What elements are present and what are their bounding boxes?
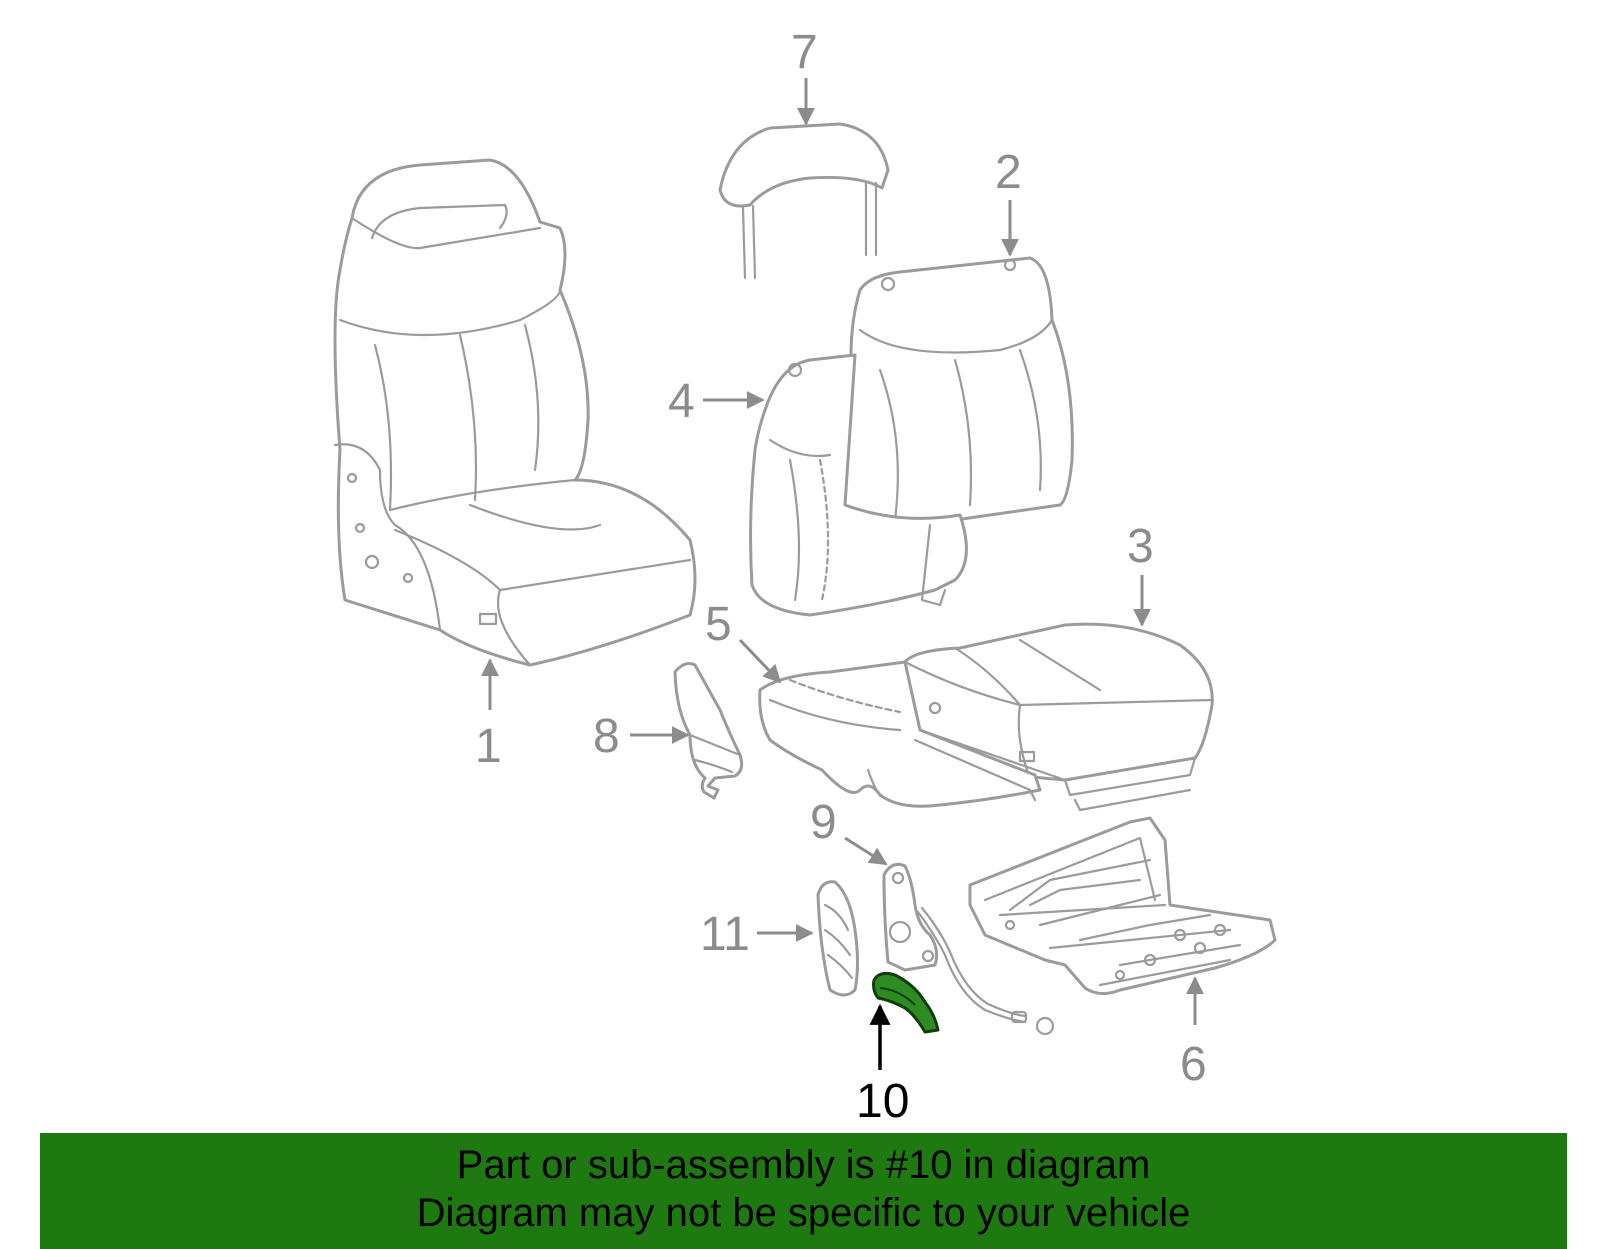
parts-diagram: 1 2 3 4 5 6 7 8 9 10 11	[333, 26, 1277, 1128]
leader-9	[844, 836, 888, 866]
callout-4: 4	[668, 375, 695, 428]
callout-8: 8	[593, 710, 620, 763]
callout-2: 2	[995, 146, 1022, 199]
part-1-seat-assembly	[333, 158, 697, 667]
part-7-headrest	[718, 122, 890, 280]
info-banner: Part or sub-assembly is #10 in diagram D…	[40, 1133, 1567, 1249]
part-3-seat-cushion-cover	[898, 622, 1214, 812]
part-9-recliner-mechanism	[882, 862, 1055, 1036]
part-10-handle-highlighted	[872, 971, 940, 1034]
banner-disclaimer: Diagram may not be specific to your vehi…	[416, 1191, 1191, 1235]
part-6-seat-frame	[968, 816, 1277, 995]
callout-11: 11	[700, 908, 750, 961]
callout-1: 1	[475, 720, 502, 773]
callout-7: 7	[791, 26, 818, 79]
part-5-seat-cushion-pad	[758, 660, 1042, 808]
callout-3: 3	[1127, 520, 1154, 573]
callout-5: 5	[705, 598, 732, 651]
part-4-seat-back-pad	[749, 353, 968, 617]
part-2-seat-back-cover	[840, 256, 1074, 532]
callout-6: 6	[1180, 1038, 1207, 1091]
callout-10: 10	[856, 1075, 909, 1128]
callout-9: 9	[810, 796, 837, 849]
leader-5	[738, 638, 782, 684]
part-8-side-trim	[673, 662, 744, 800]
banner-part-note: Part or sub-assembly is #10 in diagram	[456, 1143, 1151, 1187]
part-11-recliner-cover	[816, 880, 859, 997]
